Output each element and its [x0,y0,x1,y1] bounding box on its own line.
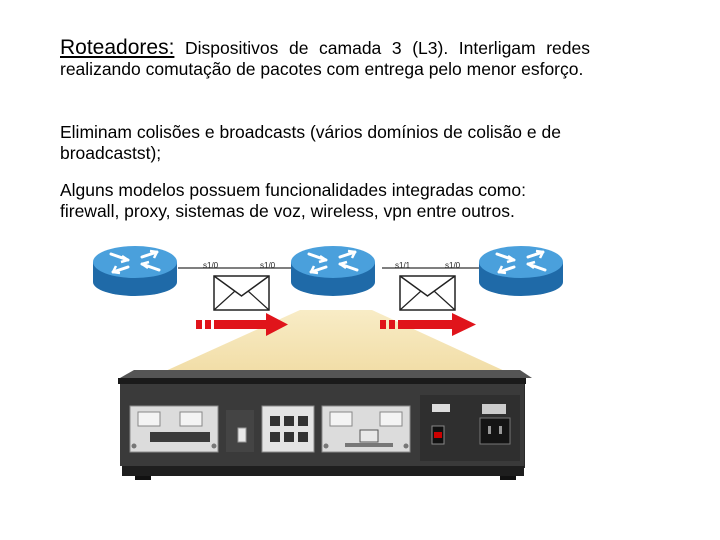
paragraph-features: Alguns modelos possuem funcionalidades i… [60,180,590,222]
envelope-icon [213,275,270,311]
title-routers: Roteadores: [60,36,175,59]
envelope-icon [399,275,456,311]
interface-label: s1/0 [260,261,276,270]
module-left [129,405,219,453]
paragraph-routers: Roteadores: Dispositivos de camada 3 (L3… [60,37,590,80]
interface-label: s1/0 [203,261,219,270]
red-arrow-icon [380,313,476,336]
interface-label: s1/1 [395,261,411,270]
router-icon [479,246,563,296]
features-text: Alguns modelos possuem funcionalidades i… [60,180,526,221]
zoom-beam [150,310,520,378]
collisions-text: Eliminam colisões e broadcasts (vários d… [60,122,561,163]
routers-definition: Dispositivos de camada 3 (L3). Interliga… [60,38,590,79]
router-icon [93,246,177,296]
router-icon [291,246,375,296]
serial-port [150,432,210,442]
ethernet-module [261,405,315,453]
red-arrow-icon [196,313,288,336]
power-socket [479,417,511,445]
interface-label: s1/0 [445,261,461,270]
paragraph-collisions: Eliminam colisões e broadcasts (vários d… [60,122,590,164]
router-chassis [118,370,532,480]
